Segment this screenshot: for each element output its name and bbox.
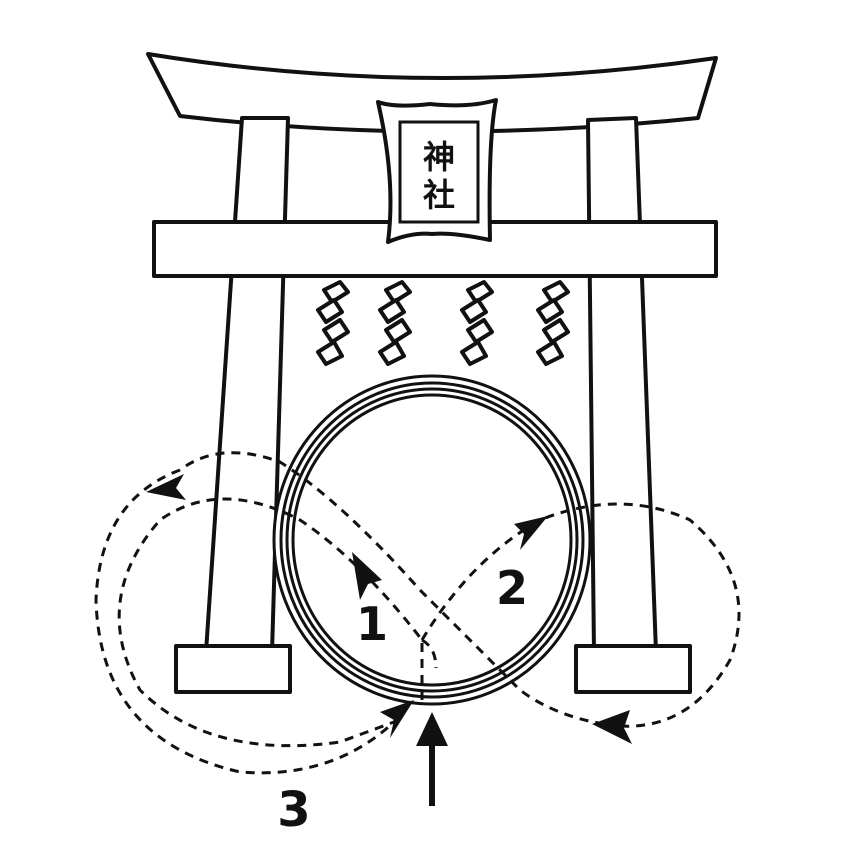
route-label-1: 1	[356, 597, 388, 651]
route-3-arrowhead	[380, 700, 414, 738]
route-1-path	[117, 497, 424, 748]
torii-plaque	[376, 98, 498, 244]
shide-streamer	[378, 280, 412, 366]
route-right-arrowhead	[592, 710, 632, 744]
grass-ring	[272, 374, 592, 706]
torii-right-pillar	[586, 116, 658, 654]
route-left-arrowhead	[146, 474, 186, 500]
route-2-arrowhead	[514, 516, 548, 550]
plaque-char-2: 社	[423, 176, 455, 214]
route-3-path	[94, 468, 406, 775]
torii-left-base	[174, 644, 292, 694]
route-2-path	[420, 502, 741, 728]
route-turn-arc	[421, 638, 438, 669]
route-2-return	[179, 451, 621, 728]
torii-right-base	[574, 644, 692, 694]
route-1-arrowhead	[352, 552, 382, 600]
torii-gate: 神 社	[146, 52, 718, 694]
shide-streamer	[460, 280, 494, 366]
shide-streamer	[536, 280, 570, 366]
shide-streamer	[316, 280, 350, 366]
torii-plaque-inner	[398, 120, 480, 224]
plaque-char-1: 神	[423, 138, 455, 176]
path-arrows	[146, 474, 632, 744]
route-label-2: 2	[496, 561, 528, 615]
torii-top-beam	[146, 52, 718, 134]
walking-path	[94, 451, 741, 775]
entry-arrow	[416, 712, 448, 806]
route-label-3: 3	[277, 782, 310, 838]
shide-streamers	[316, 280, 570, 366]
